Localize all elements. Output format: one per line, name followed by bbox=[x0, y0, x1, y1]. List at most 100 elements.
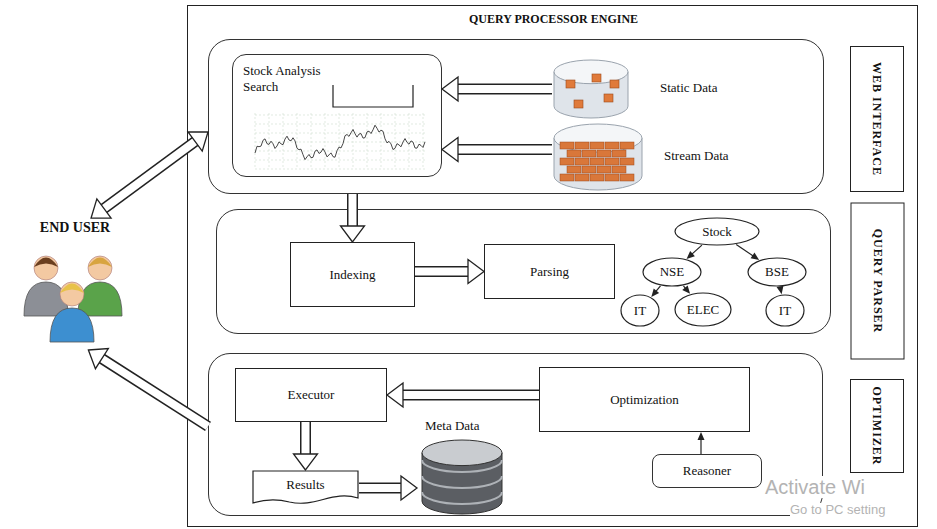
tree-node: NSE bbox=[642, 257, 702, 287]
source-label: Stream Data bbox=[664, 148, 729, 164]
box-label: Executor bbox=[288, 387, 335, 403]
ellipse-outline bbox=[748, 258, 806, 286]
optimizer-panel: OPTIMIZERExecutorOptimizationResultsMeta… bbox=[208, 353, 823, 516]
grid-line bbox=[395, 113, 396, 169]
tree-label: Stock bbox=[702, 224, 732, 240]
grid-line bbox=[367, 113, 368, 169]
box-label: Optimization bbox=[610, 392, 679, 408]
grid-line bbox=[255, 113, 256, 169]
brick bbox=[605, 174, 619, 181]
grid-line bbox=[255, 169, 425, 170]
grid-line bbox=[255, 124, 425, 125]
brick bbox=[590, 158, 604, 165]
disk-band bbox=[422, 492, 502, 504]
box-label: Reasoner bbox=[683, 463, 731, 479]
database-cylinder: Meta Data bbox=[417, 416, 512, 516]
data-source: Static Data bbox=[552, 58, 752, 120]
person-head bbox=[60, 282, 84, 306]
brick bbox=[560, 158, 574, 165]
grid-line bbox=[255, 142, 425, 143]
side-label: QUERY PARSER bbox=[850, 202, 904, 359]
ellipse-outline bbox=[621, 295, 659, 326]
document-shape: Results bbox=[252, 470, 359, 506]
brick bbox=[582, 166, 596, 173]
brick bbox=[620, 142, 634, 149]
brick bbox=[582, 150, 596, 157]
process-box: Reasoner bbox=[652, 454, 762, 488]
tree-label: IT bbox=[634, 303, 646, 319]
watermark-text: Go to PC setting bbox=[790, 503, 885, 517]
ellipse-outline bbox=[766, 295, 804, 326]
grid-line bbox=[283, 113, 284, 169]
grid-line bbox=[353, 113, 354, 169]
grid-line bbox=[325, 113, 326, 169]
arrow-head bbox=[91, 199, 111, 218]
box-label: Parsing bbox=[530, 264, 569, 280]
brick bbox=[620, 174, 634, 181]
person-head bbox=[34, 256, 58, 280]
process-box: Optimization bbox=[539, 367, 750, 432]
tree-node: Stock bbox=[674, 217, 760, 246]
disk-band bbox=[422, 460, 502, 472]
tree-node: BSE bbox=[747, 257, 807, 287]
web-interface-panel: WEB INTERFACEStock Analysis SearchStatic… bbox=[208, 39, 824, 194]
ellipse-outline bbox=[675, 218, 759, 245]
document-outline bbox=[253, 471, 358, 503]
box-label: Indexing bbox=[329, 267, 375, 283]
search-box: Stock Analysis Search bbox=[232, 54, 442, 177]
grid-line bbox=[269, 113, 270, 169]
source-label: Static Data bbox=[660, 80, 717, 96]
disk-band bbox=[422, 476, 502, 488]
brick bbox=[597, 166, 611, 173]
db-label: Meta Data bbox=[425, 418, 480, 434]
box-label: Stock Analysis Search bbox=[243, 63, 343, 94]
stock-chart bbox=[255, 85, 425, 169]
brick bbox=[605, 142, 619, 149]
brick bbox=[575, 158, 589, 165]
process-box: Parsing bbox=[484, 244, 615, 299]
side-label: OPTIMIZER bbox=[850, 379, 904, 473]
grid-line bbox=[255, 115, 425, 116]
brick bbox=[590, 174, 604, 181]
person-hair bbox=[60, 284, 84, 294]
cylinder-top bbox=[554, 124, 642, 152]
tree-node: IT bbox=[765, 294, 805, 327]
brick bbox=[575, 174, 589, 181]
brick bbox=[567, 166, 581, 173]
person-hair bbox=[34, 258, 58, 268]
brick bbox=[560, 142, 574, 149]
tree-label: NSE bbox=[660, 264, 685, 280]
person-head bbox=[88, 256, 112, 280]
arrow-head bbox=[88, 348, 108, 368]
node-outline bbox=[8, 218, 142, 350]
grid-line bbox=[409, 113, 410, 169]
brick bbox=[620, 158, 634, 165]
cylinder-body bbox=[554, 138, 642, 190]
brick bbox=[590, 142, 604, 149]
node-outline bbox=[552, 58, 752, 120]
engine-frame: QUERY PROCESSOR ENGINEWEB INTERFACEStock… bbox=[187, 5, 918, 527]
brick bbox=[612, 150, 626, 157]
arrow-shaft bbox=[103, 141, 197, 210]
static-db-icon bbox=[554, 60, 628, 118]
person-body bbox=[50, 308, 94, 342]
brick bbox=[605, 158, 619, 165]
cube bbox=[604, 94, 613, 102]
cube bbox=[566, 80, 575, 88]
grid-line bbox=[423, 113, 424, 169]
tree-label: ELEC bbox=[687, 302, 720, 318]
process-box: Executor bbox=[235, 368, 387, 422]
people-icon bbox=[24, 256, 122, 342]
ellipse-outline bbox=[675, 293, 731, 326]
user-label: END USER bbox=[8, 220, 142, 237]
data-source: Stream Data bbox=[552, 122, 752, 192]
arrow-shaft-fill bbox=[103, 141, 197, 210]
grid-line bbox=[255, 133, 425, 134]
brick bbox=[575, 142, 589, 149]
grid-line bbox=[311, 113, 312, 169]
search-field bbox=[333, 85, 413, 107]
tree-node: ELEC bbox=[674, 292, 732, 327]
cube bbox=[592, 74, 601, 82]
box-label: Results bbox=[286, 477, 324, 493]
cube bbox=[574, 100, 583, 108]
